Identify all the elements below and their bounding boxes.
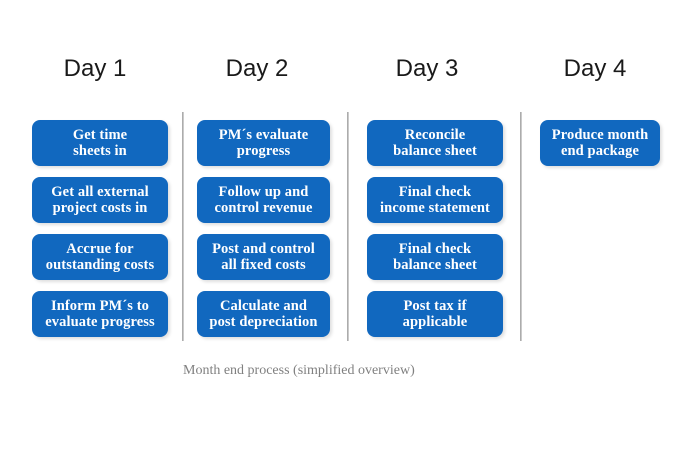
task-box[interactable]: Final check income statement: [367, 177, 503, 223]
task-box[interactable]: Get all external project costs in: [32, 177, 168, 223]
task-label: Get all external project costs in: [51, 183, 149, 217]
task-box[interactable]: Calculate and post depreciation: [197, 291, 330, 337]
task-box[interactable]: Follow up and control revenue: [197, 177, 330, 223]
column-divider-1: [182, 112, 184, 341]
column-day-1: Get time sheets in Get all external proj…: [32, 120, 168, 348]
task-label: Produce month end package: [551, 126, 649, 160]
task-label: Accrue for outstanding costs: [45, 240, 155, 274]
task-box[interactable]: Reconcile balance sheet: [367, 120, 503, 166]
column-day-4: Produce month end package: [540, 120, 660, 177]
task-label: Final check balance sheet: [393, 240, 477, 274]
column-divider-2: [347, 112, 349, 341]
task-label: Get time sheets in: [72, 126, 128, 160]
task-label: Calculate and post depreciation: [209, 297, 318, 331]
task-label: Reconcile balance sheet: [393, 126, 477, 160]
column-divider-3: [520, 112, 522, 341]
task-label: Post and control all fixed costs: [212, 240, 315, 274]
task-box[interactable]: Produce month end package: [540, 120, 660, 166]
diagram-caption: Month end process (simplified overview): [183, 363, 415, 378]
task-label: Follow up and control revenue: [214, 183, 313, 217]
task-box[interactable]: Post tax if applicable: [367, 291, 503, 337]
column-heading-day-1: Day 1: [63, 55, 127, 82]
task-box[interactable]: PM´s evaluate progress: [197, 120, 330, 166]
task-label: Final check income statement: [380, 183, 490, 217]
column-heading-day-3: Day 3: [395, 55, 459, 82]
task-box[interactable]: Accrue for outstanding costs: [32, 234, 168, 280]
task-box[interactable]: Post and control all fixed costs: [197, 234, 330, 280]
task-box[interactable]: Inform PM´s to evaluate progress: [32, 291, 168, 337]
task-box[interactable]: Get time sheets in: [32, 120, 168, 166]
task-label: Inform PM´s to evaluate progress: [45, 297, 155, 331]
task-label: Post tax if applicable: [402, 297, 468, 331]
column-day-2: PM´s evaluate progress Follow up and con…: [197, 120, 330, 348]
task-label: PM´s evaluate progress: [218, 126, 309, 160]
column-heading-day-4: Day 4: [563, 55, 627, 82]
column-day-3: Reconcile balance sheet Final check inco…: [367, 120, 503, 348]
task-box[interactable]: Final check balance sheet: [367, 234, 503, 280]
column-heading-day-2: Day 2: [225, 55, 289, 82]
